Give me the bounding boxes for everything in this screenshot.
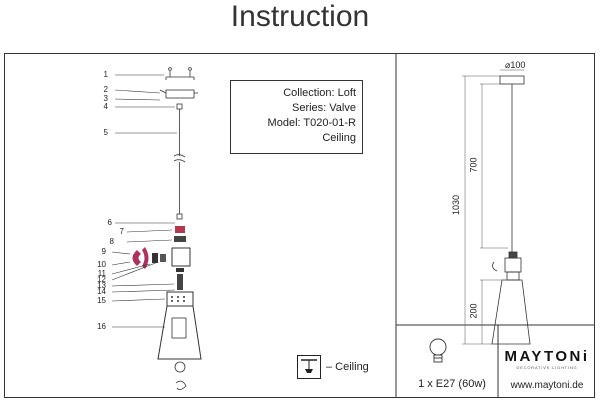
- dim-canopy-diameter: ⌀100: [505, 60, 526, 70]
- brand-website: www.maytoni.de: [510, 380, 584, 391]
- part-lamp-holder: [166, 291, 194, 307]
- callout-9: 9: [101, 247, 106, 256]
- ceiling-mount-icon: [297, 355, 321, 379]
- callout-10: 10: [97, 260, 106, 269]
- part-socket: [171, 317, 187, 339]
- exploded-small-parts: [132, 226, 202, 390]
- dimension-lines: [462, 69, 524, 345]
- callout-12: 12: [97, 275, 106, 284]
- ceiling-legend: – Ceiling: [297, 355, 377, 385]
- light-bulb-icon: [429, 338, 447, 363]
- part-cable-clamp: [176, 103, 183, 110]
- part-valve-body: [171, 247, 191, 267]
- elevation-view: [491, 75, 531, 345]
- hook-icon: [175, 380, 187, 390]
- light-bulb-small-icon: [174, 361, 186, 373]
- part-clamp-lower: [176, 213, 183, 220]
- callout-14: 14: [97, 287, 106, 296]
- part-valve-right: [142, 247, 149, 269]
- callout-8: 8: [109, 237, 114, 246]
- instruction-frame: [4, 53, 595, 398]
- part-shade: [157, 305, 202, 360]
- ceiling-label: – Ceiling: [326, 361, 369, 373]
- callout-leaders: [111, 74, 177, 328]
- callout-6: 6: [107, 218, 112, 227]
- part-canopy: [165, 89, 195, 99]
- info-collection: Collection: Loft: [283, 87, 356, 99]
- callout-15: 15: [97, 296, 106, 305]
- part-pipe: [177, 274, 183, 290]
- callout-7: 7: [119, 227, 124, 236]
- dim-shade-height: 200: [468, 303, 479, 319]
- brand-tagline: DECORATIVE LIGHTING: [516, 365, 578, 370]
- exploded-view: [159, 67, 198, 220]
- info-mount: Ceiling: [322, 132, 356, 144]
- part-screw: [160, 254, 166, 262]
- callout-1: 1: [103, 70, 108, 79]
- part-mounting-bracket: [165, 71, 195, 80]
- callout-2: 2: [103, 85, 108, 94]
- elevation-shade: [491, 279, 531, 345]
- callout-13: 13: [97, 281, 106, 290]
- info-model: Model: T020-01-R: [267, 117, 356, 129]
- dim-total-height: 1030: [451, 194, 462, 216]
- callout-3: 3: [103, 94, 108, 103]
- callout-16: 16: [97, 322, 106, 331]
- brand-logo: MAYTONi: [504, 348, 590, 365]
- elevation-valve: [504, 257, 522, 273]
- part-washer: [152, 253, 158, 263]
- callout-11: 11: [97, 269, 106, 278]
- elevation-canopy: [499, 75, 525, 85]
- callout-4: 4: [103, 102, 108, 111]
- page-title: Instruction: [230, 0, 370, 33]
- part-valve-left: [132, 250, 141, 266]
- dim-cable-length: 700: [468, 157, 479, 173]
- bulb-spec: 1 x E27 (60w): [418, 378, 486, 390]
- part-nut: [174, 236, 186, 242]
- part-ring-red: [175, 226, 185, 233]
- callout-5: 5: [103, 128, 108, 137]
- info-box: Collection: Loft Series: Valve Model: T0…: [230, 80, 363, 154]
- info-series: Series: Valve: [292, 102, 356, 114]
